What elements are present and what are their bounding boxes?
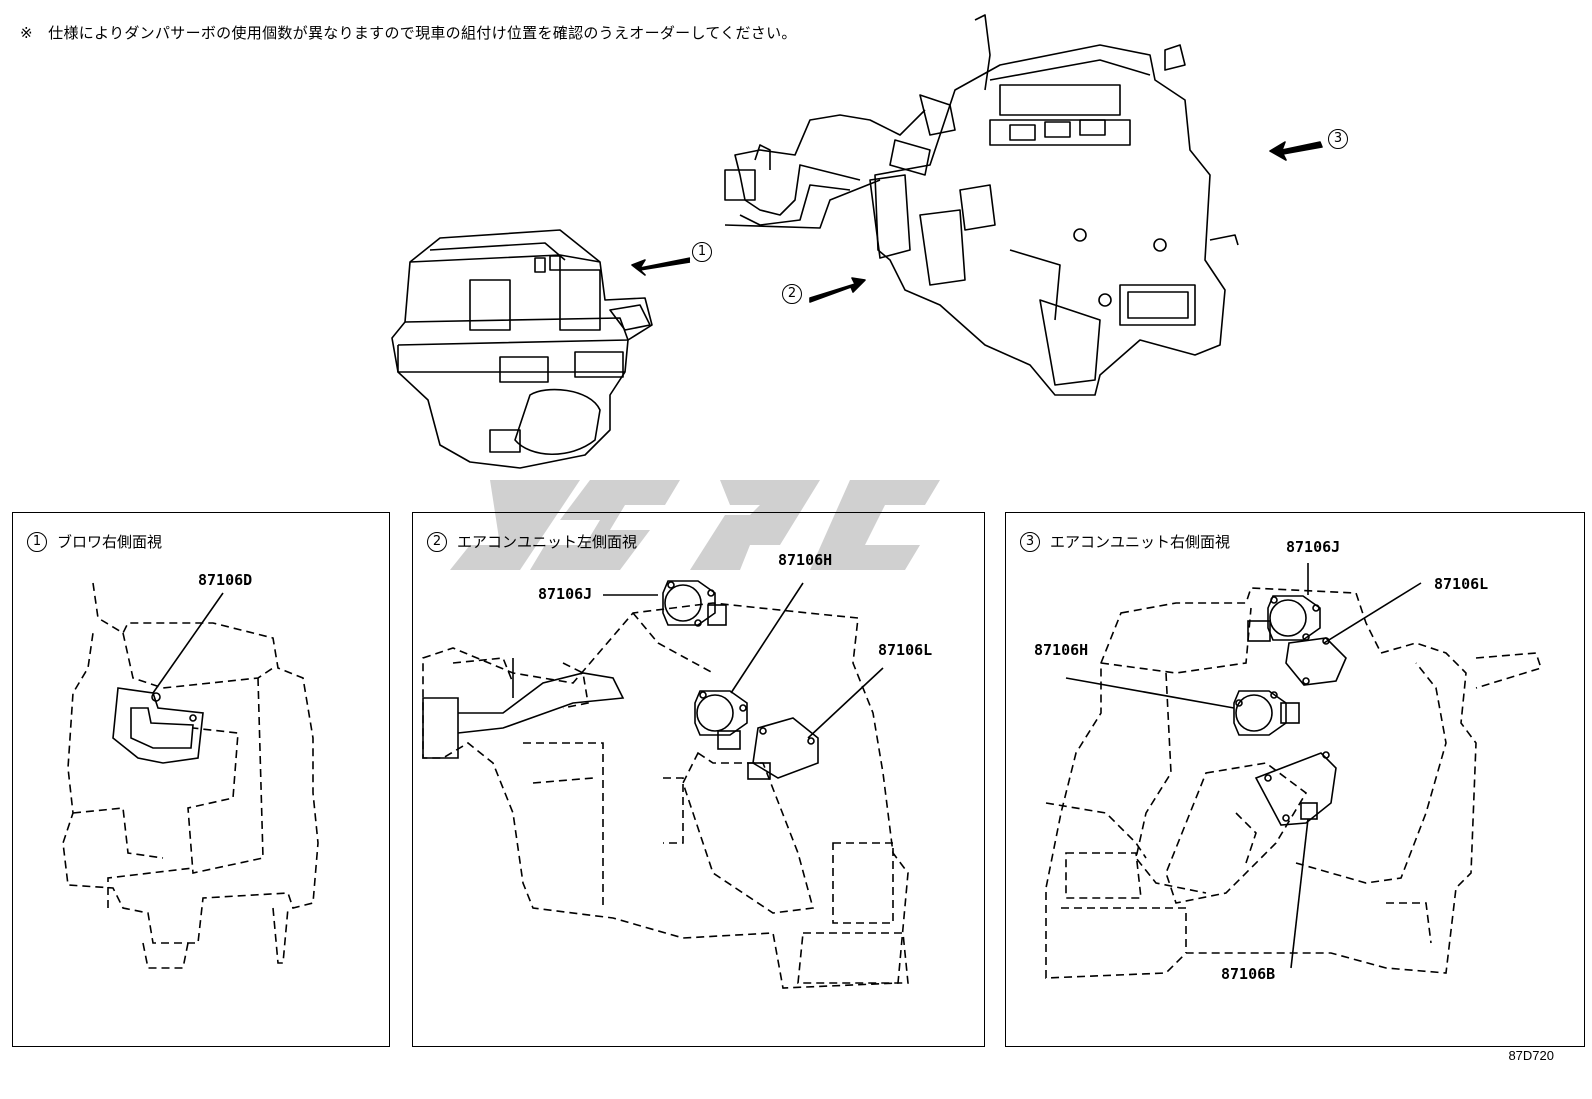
blower-side-drawing [62,582,319,969]
panel-aircon-left-side: 2 エアコンユニット左側面視 [412,512,985,1047]
panel-number: 1 [27,531,47,552]
damper-servo-87106B [1254,751,1337,969]
arrow-3 [1269,141,1323,161]
panel-aircon-right-side: 3 エアコンユニット右側面視 [1005,512,1585,1047]
part-number: 87106H [778,551,833,569]
panel-blower-right-side: 1 ブロワ右側面視 87106D [12,512,390,1047]
overview-drawing [391,14,1323,469]
aircon-right-drawing [1045,563,1543,979]
callout-3: 3 [1328,127,1348,149]
order-note: ※ 仕様によりダンパサーボの使用個数が異なりますので現車の組付け位置を確認のうえ… [20,24,797,42]
watermark-logo [450,480,940,570]
part-number: 87106B [1221,965,1276,983]
damper-servo-87106D [112,687,204,764]
panel-title-text: エアコンユニット右側面視 [1050,533,1231,551]
damper-servo-87106J [1247,563,1321,642]
callout-1: 1 [692,240,712,262]
damper-servo-87106L [747,667,884,780]
blower-unit-drawing [391,229,653,469]
damper-servo-87106H [694,582,804,750]
part-number: 87106L [878,641,933,659]
damper-servo-87106L [1285,582,1422,686]
part-number: 87106L [1434,575,1489,593]
callout-2: 2 [782,282,802,304]
aircon-unit-drawing [724,14,1239,396]
aircon-left-drawing [422,580,909,989]
panel-title-text: エアコンユニット左側面視 [457,533,638,551]
part-number: 87106H [1034,641,1089,659]
panel-number: 3 [1020,531,1040,552]
diagram-code: 87D720 [1508,1048,1554,1063]
arrow-1 [631,257,691,276]
damper-servo-87106H [1065,677,1300,736]
panel-title: 2 エアコンユニット左側面視 [427,531,637,552]
part-number: 87106D [198,571,253,589]
damper-servo-87106J [603,580,727,627]
panel-title-text: ブロワ右側面視 [57,533,163,551]
panel-title: 1 ブロワ右側面視 [27,531,162,552]
part-number: 87106J [1286,538,1341,556]
panel-title: 3 エアコンユニット右側面視 [1020,531,1230,552]
panel-number: 2 [427,531,447,552]
part-number: 87106J [538,585,593,603]
arrow-2 [809,277,866,303]
